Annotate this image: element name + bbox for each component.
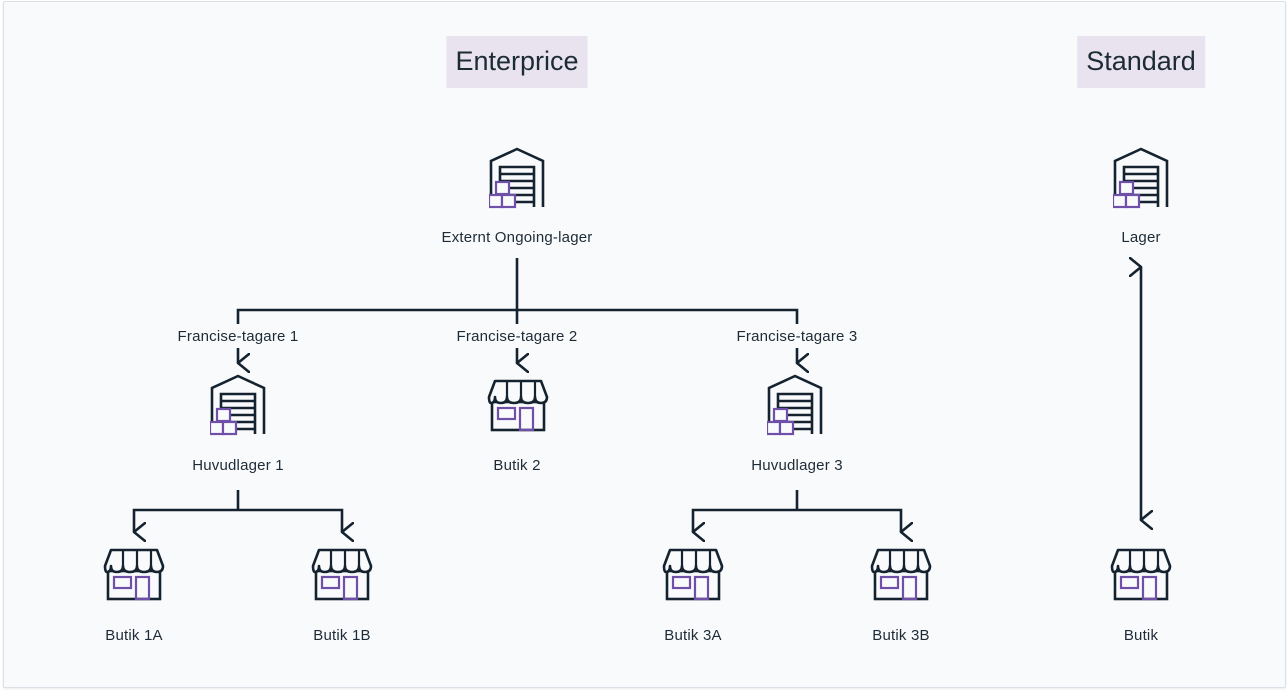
store-icon [487,379,549,432]
franchisee-3-label: Francise-tagare 3 [736,328,858,345]
warehouse-icon [210,374,266,436]
main-warehouse-1-label: Huvudlager 1 [192,457,284,474]
standard-warehouse-label: Lager [1121,229,1161,246]
store-icon [1110,548,1172,601]
standard-title: Standard [1077,36,1205,88]
store-1a-label: Butik 1A [105,627,163,644]
standard-store-label: Butik [1123,627,1159,644]
warehouse-icon [489,147,545,209]
store-icon [662,548,724,601]
connector-warehouse-3-to-stores [691,490,901,532]
connector-warehouse-1-to-stores [132,490,342,532]
store-3a-label: Butik 3A [664,627,722,644]
main-warehouse-3-label: Huvudlager 3 [751,457,843,474]
store-2-label: Butik 2 [493,457,541,474]
store-1b-label: Butik 1B [313,627,371,644]
connector-external-to-franchisees [236,258,799,324]
store-icon [103,548,165,601]
store-icon [870,548,932,601]
franchisee-2-label: Francise-tagare 2 [456,328,578,345]
warehouse-icon [767,374,823,436]
franchisee-arrows [236,348,797,363]
store-3b-label: Butik 3B [872,627,930,644]
enterprise-title: Enterprice [446,36,588,88]
franchisee-1-label: Francise-tagare 1 [177,328,299,345]
org-structure-diagram [103,147,1172,601]
warehouse-icon [1113,147,1169,209]
diagram-canvas: Enterprice Standard Externt Ongoing-lage… [3,1,1286,688]
store-icon [311,548,373,601]
external-warehouse-label: Externt Ongoing-lager [441,229,593,246]
